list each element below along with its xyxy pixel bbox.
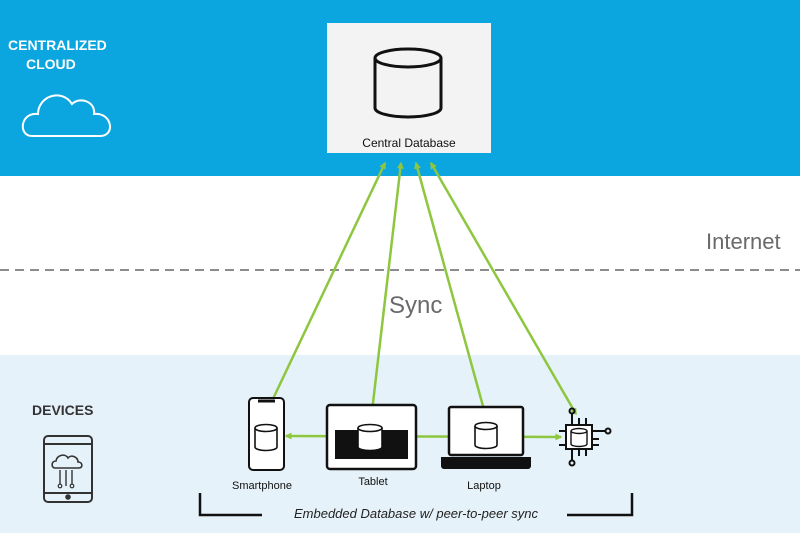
laptop-label: Laptop [467, 480, 501, 492]
embedded-bracket [198, 493, 634, 517]
cloud-section-title: CENTRALIZED CLOUD [8, 36, 158, 74]
laptop-icon [441, 405, 531, 469]
sync-arrow-smartphone [269, 161, 387, 405]
sync-arrow-iot [429, 161, 578, 416]
internet-label: Internet [706, 229, 781, 254]
devices-section-title: DEVICES [32, 402, 94, 418]
embedded-database-label: Embedded Database w/ peer-to-peer sync [293, 506, 538, 521]
iot-database-icon [570, 427, 588, 448]
tablet-database-icon [357, 423, 383, 452]
sync-arrow-tablet [368, 161, 404, 422]
tablet-cloud-icon [43, 435, 93, 503]
iot-chip-icon [559, 407, 612, 467]
tablet-label: Tablet [358, 476, 388, 488]
laptop-database-icon [474, 421, 498, 450]
smartphone-label: Smartphone [232, 480, 292, 492]
cloud-title-line2: CLOUD [26, 56, 76, 72]
smartphone-database-icon [254, 423, 278, 452]
central-database-box [327, 23, 491, 153]
sync-arrow-laptop [414, 161, 488, 419]
central-database-label: Central Database [362, 136, 456, 150]
smartphone-icon [248, 397, 285, 471]
tablet-icon [325, 403, 418, 471]
database-icon [373, 47, 443, 119]
cloud-title-line1: CENTRALIZED [8, 37, 107, 53]
cloud-icon [22, 94, 111, 137]
sync-label: Sync [389, 292, 443, 319]
